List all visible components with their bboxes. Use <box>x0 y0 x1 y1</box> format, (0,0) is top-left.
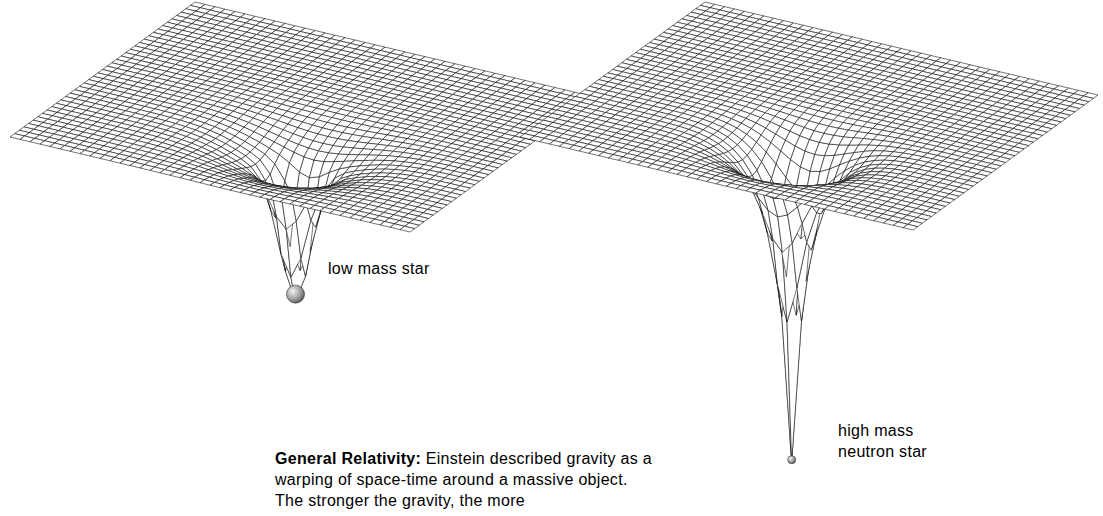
grid-cell <box>310 190 325 251</box>
star-sphere <box>287 285 305 303</box>
grid-cell <box>400 226 415 232</box>
low-mass-spacetime-well <box>10 2 595 301</box>
neutron-star-spacetime-well <box>520 2 1098 463</box>
